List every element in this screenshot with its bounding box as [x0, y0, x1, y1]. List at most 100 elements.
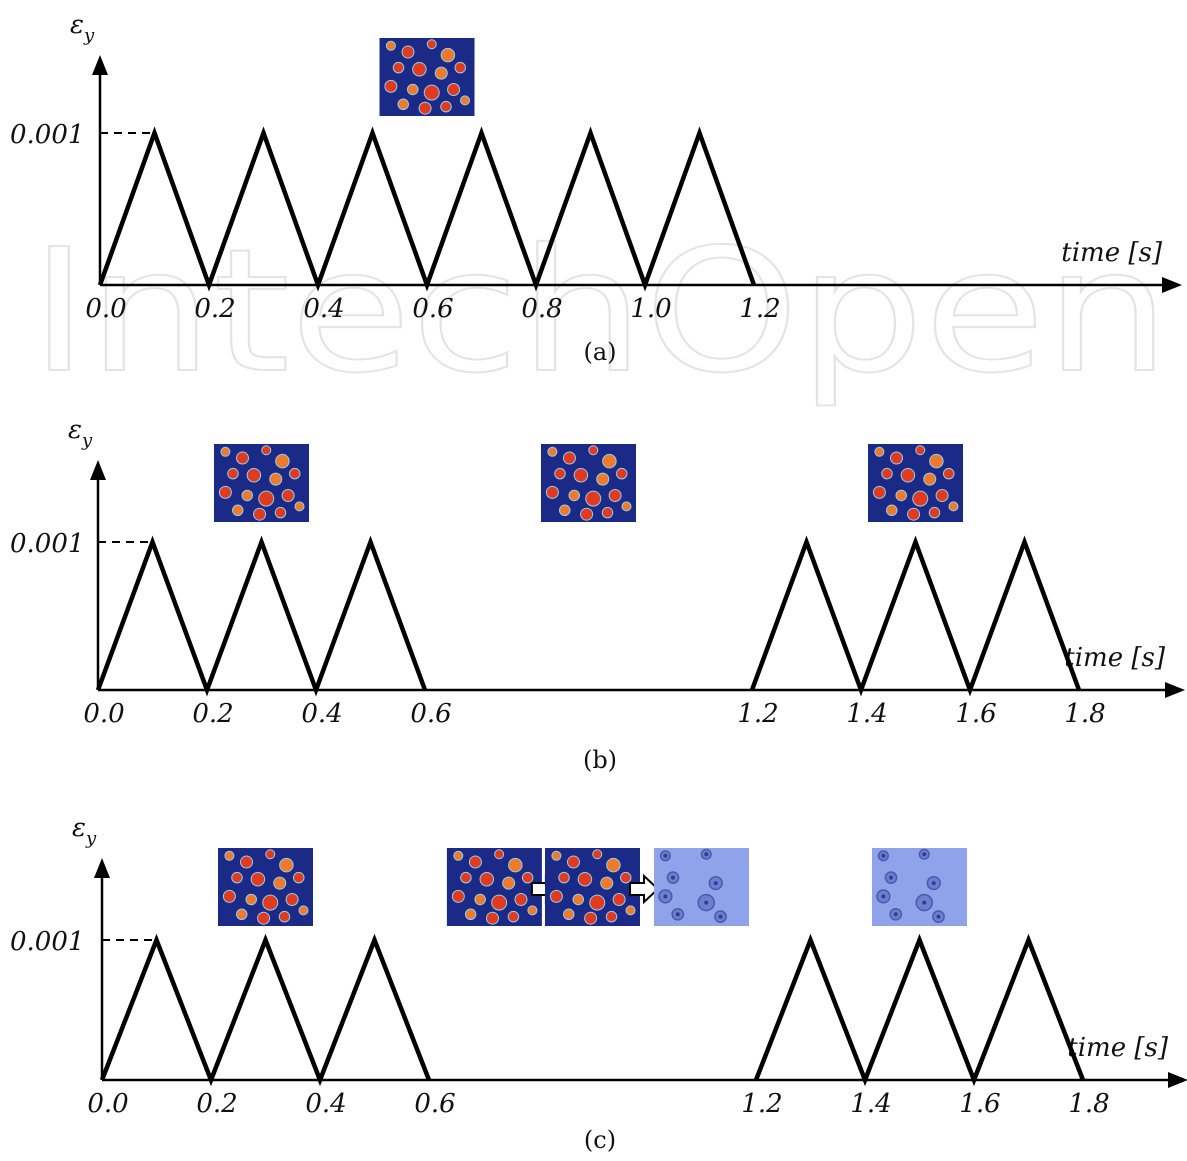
x-tick-label: 1.0: [630, 294, 671, 324]
micro-particle: [620, 871, 632, 884]
micrograph-image: [654, 848, 749, 926]
micro-particle: [625, 905, 636, 916]
micro-particle: [606, 857, 621, 873]
micro-particle: [468, 855, 482, 869]
micro-particle: [236, 451, 249, 465]
x-tick-label: 1.8: [1064, 699, 1105, 729]
panel-caption: (c): [584, 1126, 616, 1154]
micro-particle: [596, 472, 610, 486]
micro-particle: [486, 911, 499, 925]
micro-particle: [551, 850, 562, 861]
x-tick-label: 1.2: [741, 1089, 782, 1119]
micro-particle: [418, 101, 432, 115]
micro-particle: [907, 507, 921, 521]
micro-particle: [474, 893, 486, 906]
micro-particle: [258, 490, 275, 507]
micro-particle: [601, 506, 614, 519]
micro-particle: [257, 911, 271, 925]
micro-particle: [514, 892, 528, 906]
x-tick-label: 0.2: [192, 699, 233, 729]
x-tick-label: 1.6: [955, 699, 996, 729]
micro-particle-core: [704, 852, 709, 857]
micro-particle: [567, 855, 580, 869]
micro-particle: [948, 501, 959, 512]
x-tick-label: 0.4: [303, 294, 344, 324]
micro-particle: [293, 871, 305, 884]
micro-particle: [605, 910, 618, 923]
x-tick-label: 1.4: [850, 1089, 891, 1119]
micro-particle: [262, 894, 279, 911]
micro-particle-core: [704, 900, 709, 905]
micro-particle: [385, 40, 396, 51]
x-axis-arrow-icon: [1168, 1072, 1187, 1088]
micro-particle: [923, 472, 937, 486]
x-tick-label: 0.6: [414, 1089, 455, 1119]
strain-series-line: [753, 933, 1086, 1087]
micro-particle: [464, 908, 477, 921]
micro-particle: [616, 467, 628, 480]
micro-particle: [584, 911, 598, 925]
micro-particle: [527, 905, 538, 916]
micro-particle: [549, 889, 563, 903]
x-tick-label: 1.4: [846, 699, 887, 729]
x-tick-label: 1.6: [959, 1089, 1000, 1119]
strain-series-line: [97, 126, 757, 292]
micro-particle: [222, 889, 236, 903]
micro-particle: [585, 490, 602, 507]
micrograph-image: [218, 848, 313, 926]
micrograph-image: [872, 848, 967, 926]
micro-particle: [890, 451, 903, 465]
micro-particle: [502, 876, 516, 890]
y-tick-label: 0.001: [10, 120, 84, 150]
micro-particle: [573, 467, 589, 483]
micro-particle: [279, 857, 294, 873]
x-axis-label: time [s]: [1064, 643, 1166, 673]
micro-particle: [508, 857, 523, 873]
micro-particle: [241, 489, 253, 502]
x-axis-arrow-icon: [1165, 682, 1185, 698]
micro-particle: [231, 871, 243, 884]
micro-particle: [245, 893, 257, 906]
micro-particle: [558, 871, 570, 884]
x-tick-label: 1.2: [739, 294, 780, 324]
x-tick-label: 0.4: [305, 1089, 346, 1119]
micro-particle: [588, 445, 599, 456]
strain-series-line: [99, 933, 432, 1087]
micro-particle: [434, 66, 448, 80]
micro-particle: [568, 489, 580, 502]
micro-particle: [929, 453, 944, 469]
micro-particle-core: [936, 914, 941, 919]
micrograph-background: [654, 848, 749, 926]
micro-particle: [900, 467, 916, 483]
y-tick-label: 0.001: [10, 927, 84, 957]
micro-particle: [521, 871, 534, 884]
micro-particle-core: [922, 852, 927, 857]
micro-particle: [397, 98, 409, 111]
y-axis-label-subscript: y: [83, 25, 95, 46]
strain-series-line: [95, 535, 428, 697]
x-tick-label: 0.8: [521, 294, 562, 324]
micro-particle: [240, 855, 253, 869]
micro-particle: [265, 849, 276, 860]
micro-particle: [554, 467, 566, 480]
strain-series-line: [749, 535, 1082, 697]
micro-particle: [547, 446, 558, 457]
x-tick-label: 0.2: [194, 294, 235, 324]
micro-particle-core: [881, 894, 886, 899]
micro-particle: [440, 100, 452, 113]
watermark-text: IntechOpen: [30, 213, 1170, 411]
right-arrow-icon: [629, 873, 660, 905]
micro-particle: [236, 908, 248, 921]
micro-particle: [278, 910, 291, 923]
micro-particle: [447, 82, 461, 96]
micro-particle-core: [663, 853, 668, 858]
micro-particle: [246, 467, 262, 483]
x-tick-label: 0.0: [87, 1089, 128, 1119]
micro-particle: [494, 849, 505, 860]
micro-particle: [935, 488, 949, 502]
micrograph-background: [872, 848, 967, 926]
